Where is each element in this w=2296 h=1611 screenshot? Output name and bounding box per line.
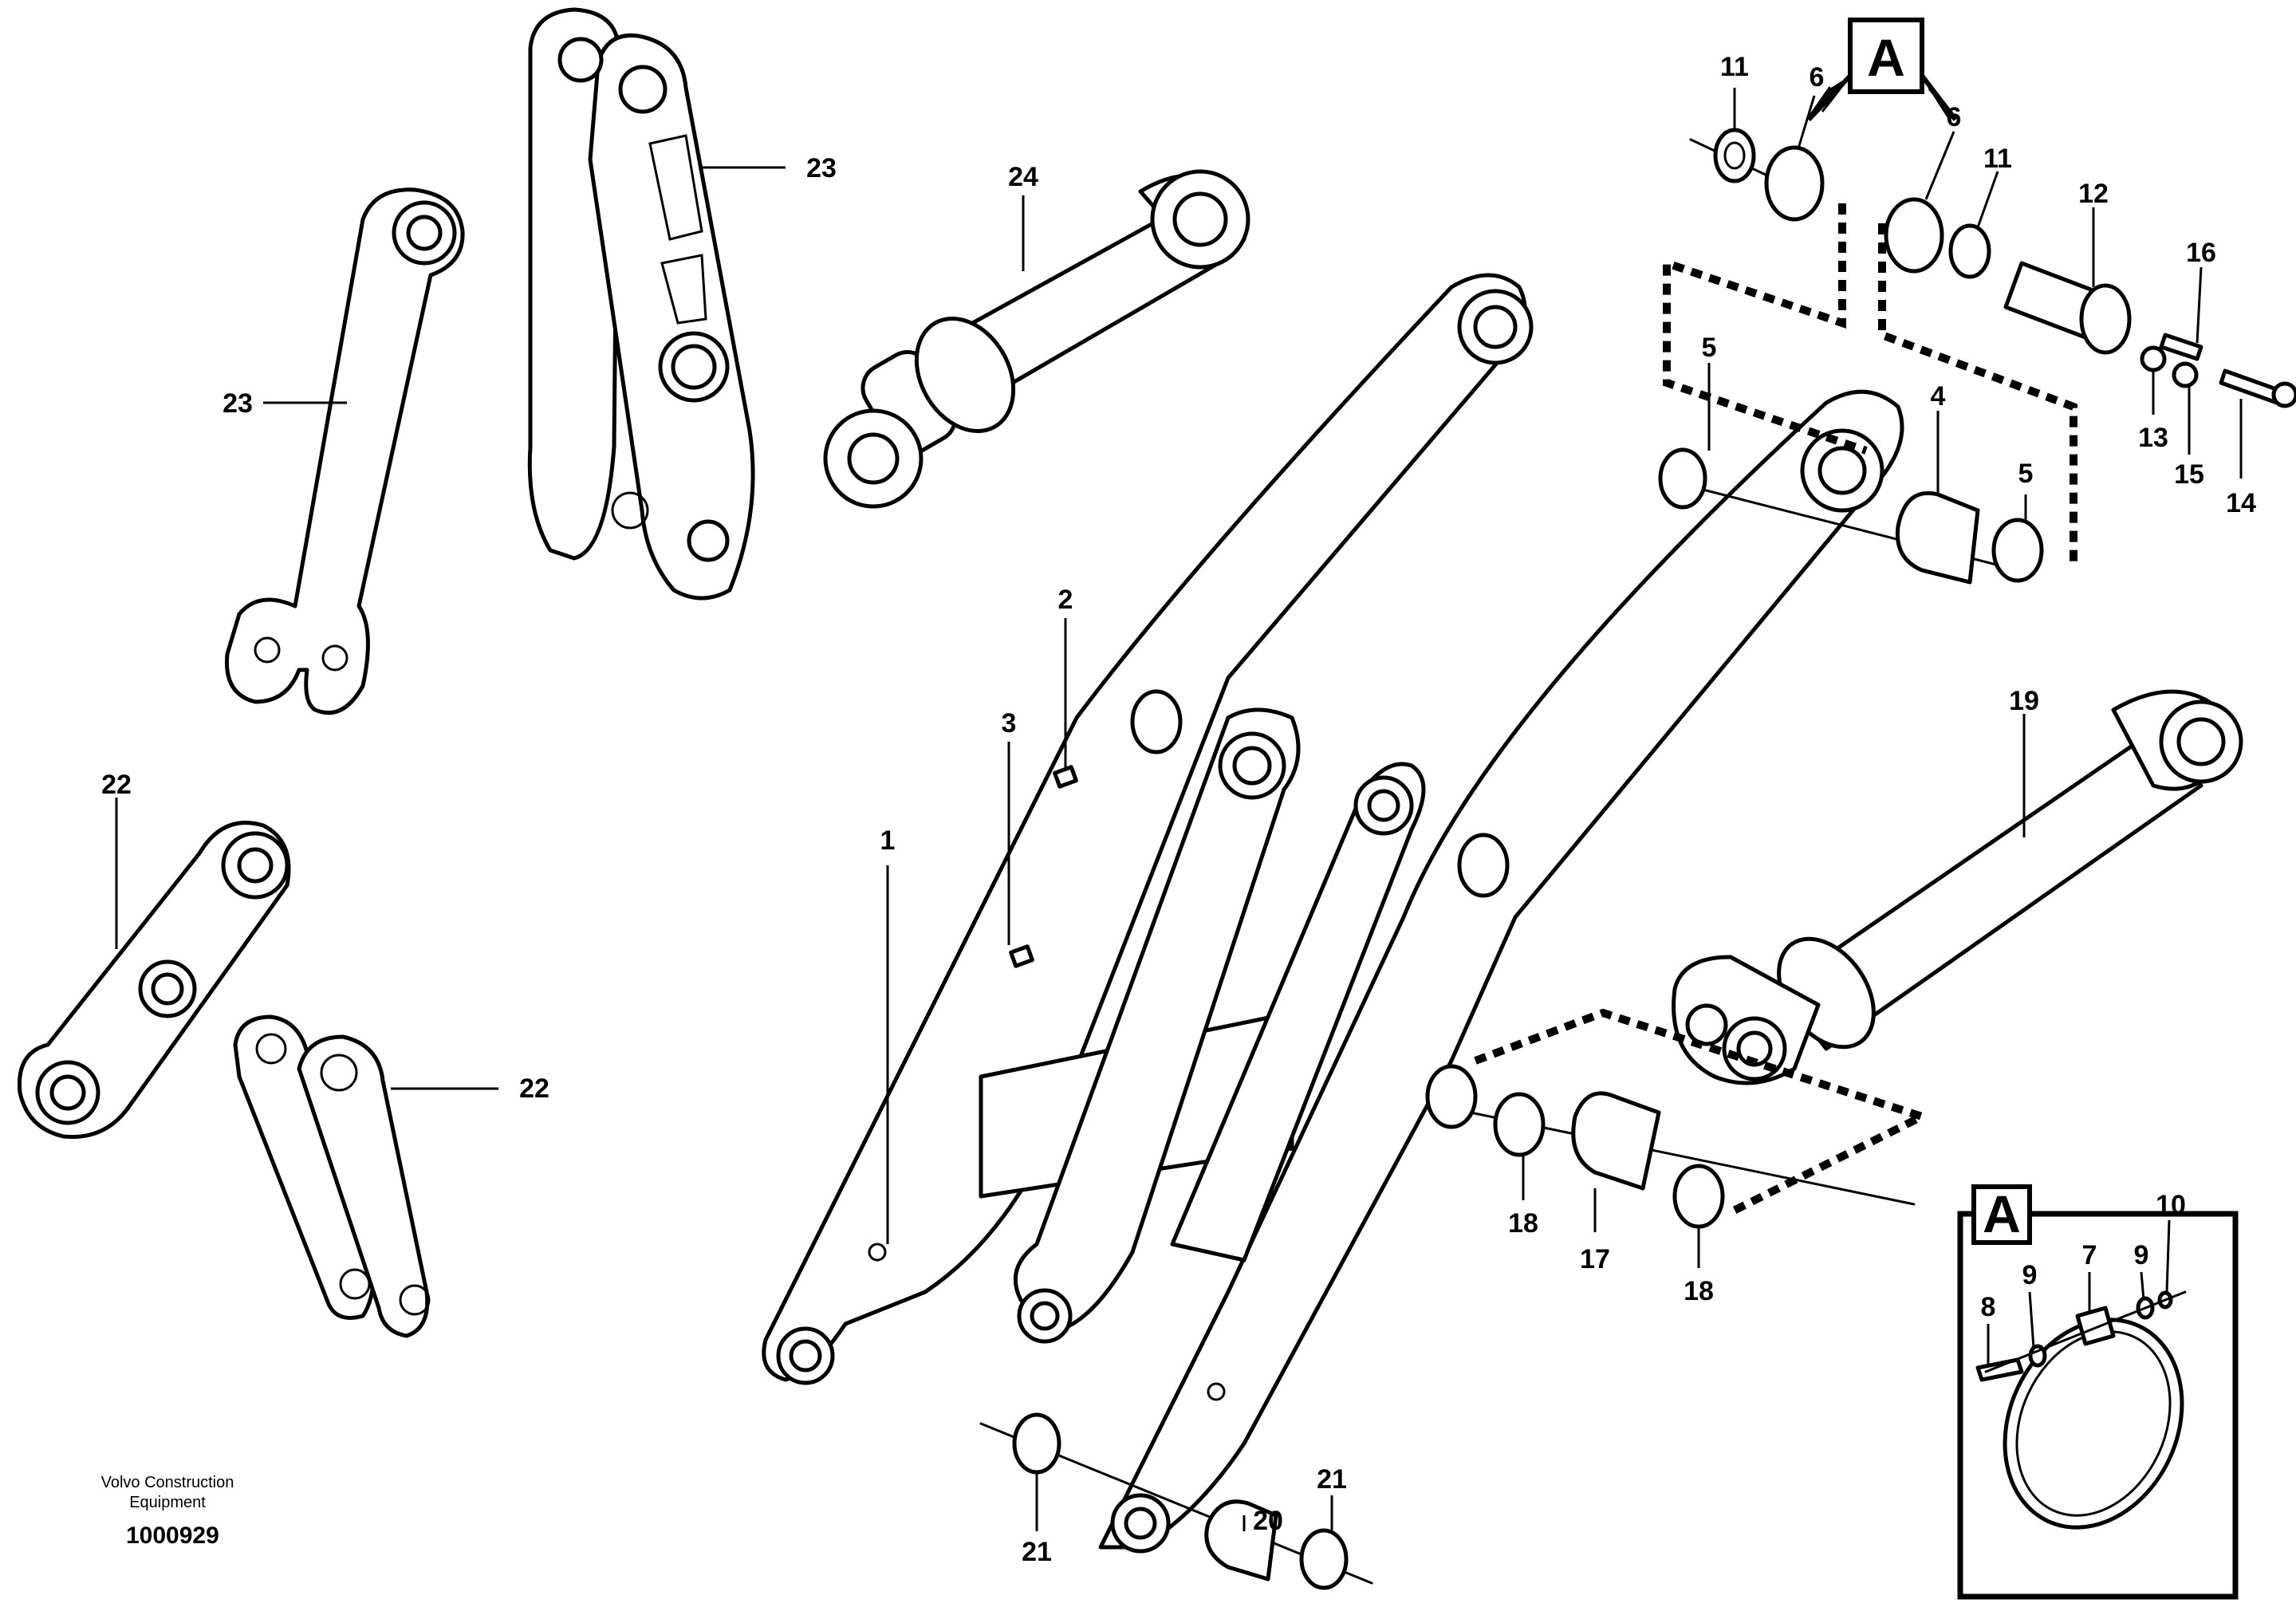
part-23-link-rod (224, 187, 465, 715)
callout-10: 10 (2156, 1190, 2186, 1220)
inset-a: A (1957, 1184, 2239, 1600)
callout-22-plate: 22 (101, 770, 132, 800)
callout-5-right: 5 (2018, 459, 2034, 489)
part-24-cylinder (823, 169, 1250, 509)
drawing-number: 1000929 (126, 1522, 219, 1549)
detail-a-marker: A (1806, 18, 1958, 122)
callout-24: 24 (1008, 162, 1038, 192)
callout-18-right: 18 (1684, 1276, 1714, 1306)
bottom-pin-assembly (979, 1412, 1373, 1590)
part-23-bracket (527, 7, 755, 601)
detail-a-label: A (1867, 28, 1905, 87)
callout-22-curved: 22 (519, 1073, 549, 1104)
callout-18-left: 18 (1508, 1208, 1538, 1239)
part-1-boom (762, 273, 1904, 1554)
callout-7: 7 (2082, 1240, 2097, 1270)
upper-pin-assembly (1658, 128, 2296, 585)
callout-11-right: 11 (1983, 144, 2012, 174)
callout-15: 15 (2174, 459, 2204, 490)
callout-23-rod: 23 (223, 388, 253, 419)
callout-3: 3 (1002, 708, 1017, 739)
callout-5-left: 5 (1702, 333, 1717, 363)
callout-20: 20 (1253, 1506, 1283, 1536)
callout-6-left: 6 (1810, 62, 1825, 93)
inset-a-label: A (1983, 1184, 2021, 1243)
footer: Volvo Construction Equipment 1000929 (101, 1474, 234, 1549)
callout-6-right: 6 (1947, 102, 1962, 132)
callout-2: 2 (1058, 585, 1073, 615)
callout-16: 16 (2186, 238, 2216, 268)
callout-9-left: 9 (2022, 1260, 2038, 1290)
part-22-link-plate (17, 821, 291, 1140)
callout-23-bracket: 23 (806, 153, 837, 183)
leader-lines (115, 88, 2243, 1531)
part-22-curved-plates (233, 1014, 431, 1338)
callout-1: 1 (880, 825, 896, 856)
company-name-line1: Volvo Construction (101, 1474, 234, 1491)
callout-21-left: 21 (1022, 1537, 1052, 1567)
callout-12: 12 (2078, 179, 2109, 209)
callout-14: 14 (2226, 488, 2256, 518)
callout-4: 4 (1931, 381, 1946, 412)
callout-9-right: 9 (2134, 1240, 2149, 1270)
callout-8: 8 (1981, 1292, 1996, 1322)
callout-17: 17 (1580, 1244, 1610, 1274)
part-19-cylinder (1672, 689, 2243, 1085)
callout-21-right: 21 (1317, 1464, 1347, 1495)
callout-labels: 1 2 3 23 23 24 22 22 19 11 6 6 11 12 16 … (101, 52, 2256, 1567)
callout-13: 13 (2138, 423, 2168, 453)
callout-11-left: 11 (1720, 52, 1749, 82)
callout-19: 19 (2009, 686, 2039, 716)
company-name-line2: Equipment (129, 1494, 206, 1511)
